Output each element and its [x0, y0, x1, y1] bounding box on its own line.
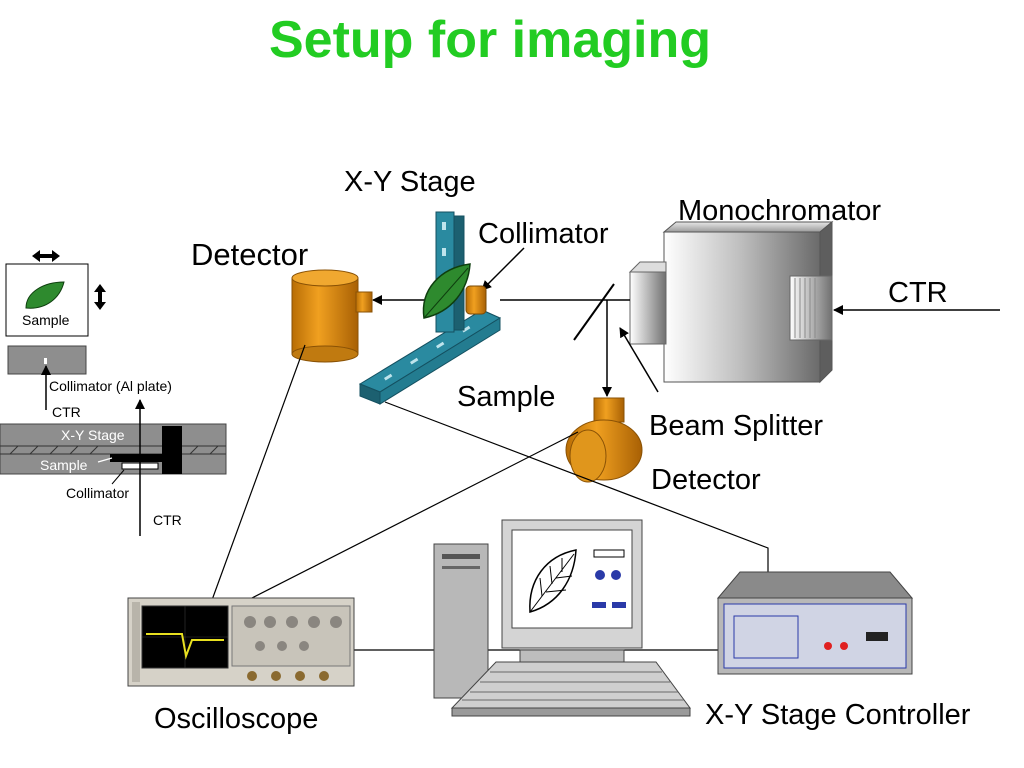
label-oscilloscope: Oscilloscope [154, 703, 319, 735]
inset-label-sample: Sample [22, 312, 70, 328]
xy-stage-controller [716, 571, 914, 675]
label-sample: Sample [457, 381, 556, 413]
label-ctr-right: CTR [888, 277, 948, 309]
computer-tower [433, 543, 489, 699]
inset-label-ctr-top: CTR [52, 404, 81, 420]
inset-label-sample-side: Sample [40, 457, 88, 473]
label-detector-bottom: Detector [651, 464, 761, 496]
oscilloscope [127, 597, 355, 687]
inset-label-xy-stage: X-Y Stage [61, 427, 125, 443]
label-xy-stage-controller: X-Y Stage Controller [705, 699, 971, 731]
label-beam-splitter: Beam Splitter [649, 410, 824, 442]
inset-label-collimator: Collimator [66, 485, 130, 501]
inset-label-collimator-al: Collimator (Al plate) [49, 378, 172, 394]
label-xy-stage: X-Y Stage [344, 166, 476, 198]
detector-bottom [565, 397, 643, 483]
leaf-icon [422, 263, 471, 319]
page-title: Setup for imaging [269, 11, 711, 69]
collimator [465, 285, 487, 315]
computer-keyboard [450, 661, 691, 717]
computer-monitor [501, 519, 643, 667]
monochromator [628, 220, 834, 384]
label-detector-top: Detector [191, 237, 309, 272]
inset-label-ctr-bottom: CTR [153, 512, 182, 528]
label-collimator: Collimator [478, 218, 609, 250]
detector-top [291, 269, 373, 363]
horizontal-arrow-icon [32, 250, 60, 262]
label-monochromator: Monochromator [678, 195, 882, 227]
inset-diagram [0, 250, 227, 536]
beam-path [372, 247, 1000, 397]
vertical-arrow-icon [94, 284, 106, 310]
